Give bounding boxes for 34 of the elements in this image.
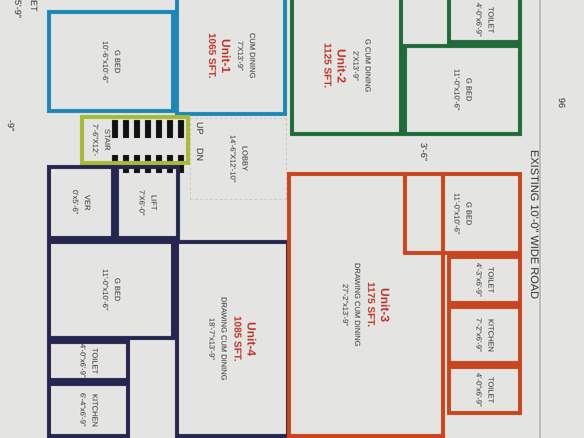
stair-direction-text: UP: [194, 122, 205, 135]
unit-name: Unit-2: [334, 49, 348, 83]
room-outline: [47, 10, 175, 113]
room-outline: [47, 165, 115, 240]
stair-direction-text: DN: [194, 148, 205, 161]
unit-name: Unit-3: [378, 288, 392, 322]
area-text: 1125 SFT.: [320, 43, 332, 89]
room-outline: [447, 255, 522, 305]
room-outline: [447, 0, 522, 44]
room-outline: [403, 172, 522, 255]
room-outline: [47, 382, 130, 438]
room-outline: [175, 240, 290, 438]
lobby-area: [190, 118, 287, 200]
area-text: 1065 SFT.: [205, 33, 217, 79]
area-text: 1175 SFT.: [364, 282, 376, 328]
unit-name: Unit-1: [219, 39, 233, 73]
dimension-text: 3'-6": [418, 143, 429, 161]
room-outline: [115, 165, 180, 240]
unit-name: Unit-4: [244, 322, 258, 356]
room-outline: [80, 115, 190, 165]
dimension-text: -9": [5, 120, 16, 132]
room-outline: [175, 0, 287, 116]
area-text: 1085 SFT.: [230, 316, 242, 362]
dimension-text: 96: [556, 98, 567, 108]
room-outline: [447, 305, 522, 365]
partial-label: ET: [28, 0, 39, 12]
room-outline: [47, 240, 175, 340]
road-label: EXISTING 10'-0" WIDE ROAD: [528, 150, 539, 300]
room-outline: [447, 365, 522, 415]
room-outline: [290, 0, 403, 136]
room-outline: [403, 44, 522, 136]
room-outline: [287, 172, 445, 438]
room-outline: [47, 340, 130, 382]
dimension-text: 5'-9": [12, 0, 23, 18]
